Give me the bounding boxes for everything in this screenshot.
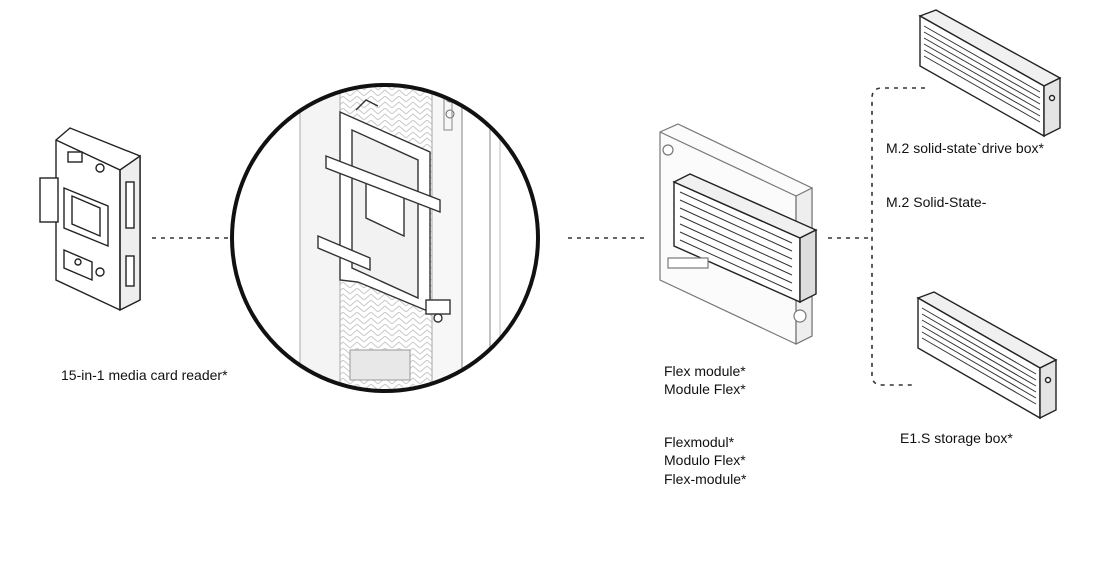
card-reader-module-icon — [39, 127, 141, 312]
flex-module-label-it: Modulo Flex* — [664, 452, 746, 468]
e1s-box-label: E1.S storage box* — [900, 430, 1013, 446]
flex-module-label-nl: Flex-module* — [664, 471, 747, 487]
m2-box-label-alt: M.2 Solid-State- — [886, 194, 987, 210]
flex-module-label-de: Flexmodul* — [664, 434, 735, 450]
m2-drive-box-icon — [918, 9, 1062, 138]
flex-module-label: Flex module* — [664, 363, 746, 379]
e1s-storage-box-icon — [916, 291, 1058, 420]
bay-mounting-bracket-detail-icon — [230, 83, 540, 393]
card-reader-label: 15-in-1 media card reader* — [61, 367, 228, 383]
flex-module-icon — [659, 123, 818, 345]
connector-bracket — [871, 87, 925, 386]
m2-box-label: M.2 solid-state`drive box* — [886, 140, 1044, 156]
flex-module-label-fr: Module Flex* — [664, 381, 746, 397]
connector-lines — [152, 87, 925, 386]
